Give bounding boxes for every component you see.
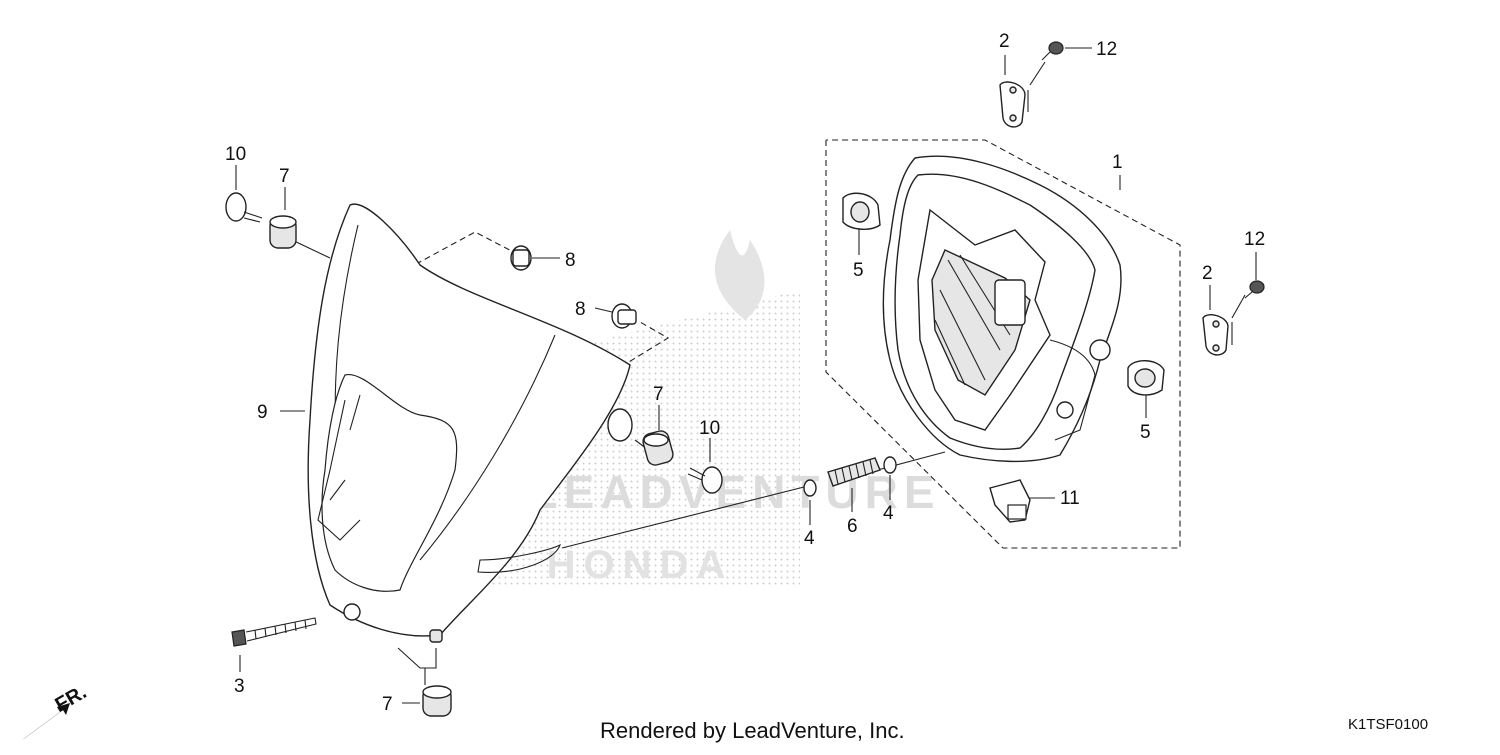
front-direction-indicator: FR.: [22, 681, 90, 740]
bolt-part-10: [225, 192, 723, 494]
watermark-brand-text: HONDA: [547, 543, 734, 587]
rubber-mount-part-7: [269, 215, 674, 717]
callout-4[interactable]: 4: [804, 528, 815, 549]
callout-labels: 1 2 2 3 4 4 5 5 6 7 7 7 8 8 9 10 10 11 1…: [225, 31, 1265, 715]
arrow-icon: [22, 703, 70, 740]
callout-6[interactable]: 6: [847, 516, 858, 537]
callout-5[interactable]: 5: [1140, 422, 1151, 443]
bolt-part-12: [1041, 41, 1265, 299]
callout-10[interactable]: 10: [699, 418, 720, 439]
callout-5[interactable]: 5: [853, 260, 864, 281]
render-credit: Rendered by LeadVenture, Inc.: [600, 718, 905, 743]
callout-12[interactable]: 12: [1244, 229, 1265, 250]
callout-4[interactable]: 4: [883, 503, 894, 524]
stay-bracket-part-2: [999, 81, 1229, 356]
callout-7[interactable]: 7: [653, 384, 664, 405]
callout-2[interactable]: 2: [1202, 263, 1213, 284]
grommet-part-5: [842, 192, 1165, 396]
callout-1[interactable]: 1: [1112, 152, 1123, 173]
callout-8[interactable]: 8: [575, 299, 586, 320]
callout-3[interactable]: 3: [234, 676, 245, 697]
headlight-unit: [882, 155, 1122, 463]
clip-part-11: [989, 479, 1031, 523]
callout-8[interactable]: 8: [565, 250, 576, 271]
diagram-code: K1TSF0100: [1348, 716, 1429, 733]
watermark-logo-text: LEADVENTURE: [529, 466, 940, 518]
callout-11[interactable]: 11: [1060, 488, 1080, 509]
front-direction-label: FR.: [52, 681, 91, 716]
screw-part-3: [231, 617, 317, 647]
callout-2[interactable]: 2: [999, 31, 1010, 52]
callout-7[interactable]: 7: [382, 694, 393, 715]
washer-part-4: [803, 456, 897, 497]
callout-12[interactable]: 12: [1096, 39, 1117, 60]
headlight-cover: [307, 203, 633, 643]
callout-10[interactable]: 10: [225, 144, 246, 165]
spring-part-6: [827, 457, 881, 487]
collar-part-8: [510, 245, 637, 329]
callout-9[interactable]: 9: [257, 402, 268, 423]
callout-7[interactable]: 7: [279, 166, 290, 187]
